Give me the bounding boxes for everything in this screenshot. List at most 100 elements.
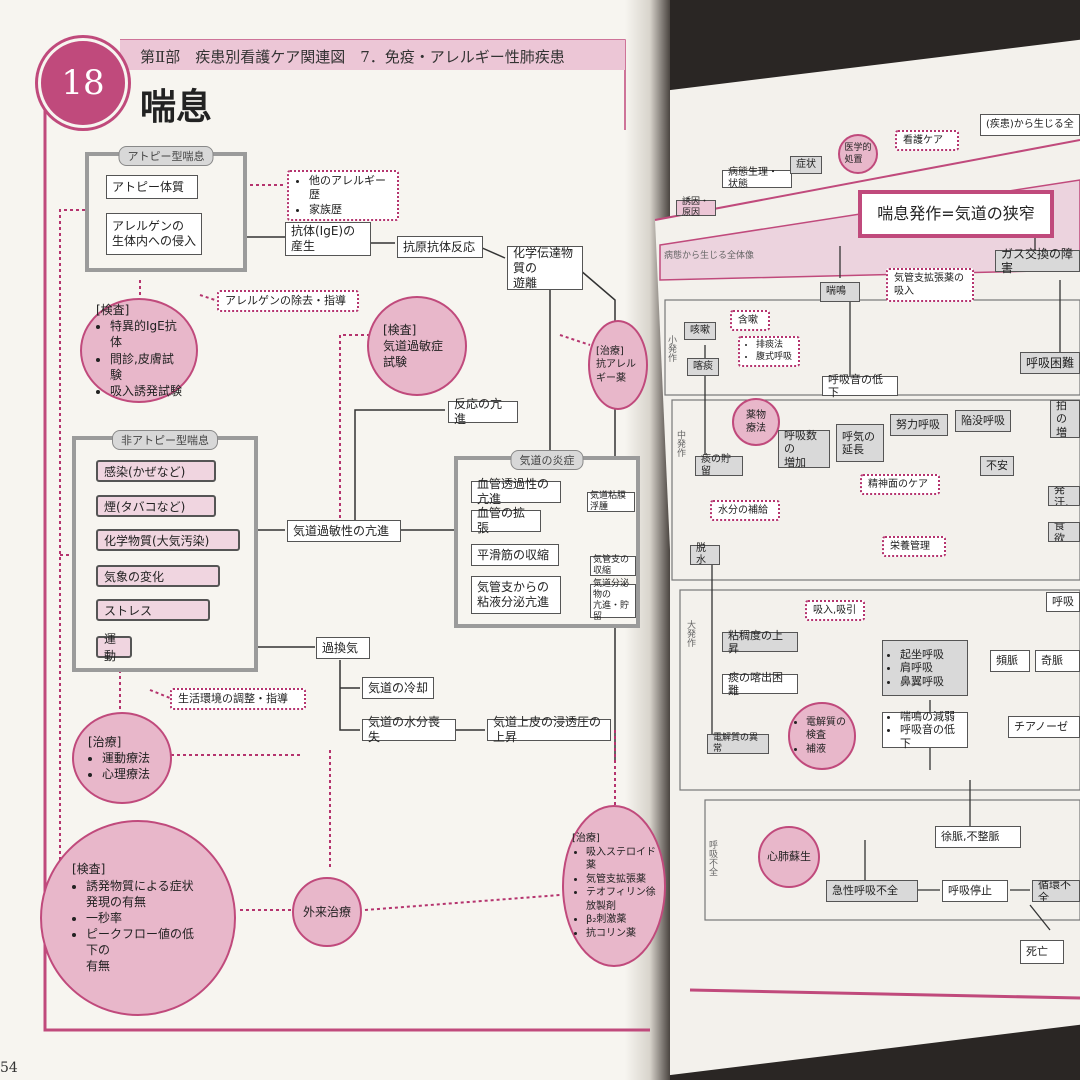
trigger-stress: ストレス <box>96 599 210 621</box>
exam-heading: [検査] <box>96 302 130 317</box>
tachycardia: 頻脈 <box>990 650 1030 672</box>
appetite: 食欲 <box>1048 522 1080 542</box>
trigger-smoke: 煙(タバコなど) <box>96 495 216 517</box>
section-label-failure: 呼吸不全 <box>707 840 717 876</box>
treatment-item: テオフィリン徐放製剤 <box>586 886 656 913</box>
retraction-breathing: 陥没呼吸 <box>955 410 1011 432</box>
reaction-increase: 反応の亢進 <box>448 397 518 426</box>
chapter-number-badge: 18 <box>38 38 128 128</box>
exam-item: 吸入誘発試験 <box>110 383 182 399</box>
exam-item: 問診,皮膚試験 <box>110 351 182 383</box>
exam-item: 気道過敏症試験 <box>383 338 444 370</box>
bottom-treatment-circle: [治療] 吸入ステロイド薬気管支拡張薬テオフィリン徐放製剤β₂刺激薬抗コリン薬 <box>562 805 666 967</box>
inflam-item: 平滑筋の収縮 <box>471 544 559 566</box>
care-item: 腹式呼吸 <box>756 352 792 364</box>
atopic-exam-circle: [検査] 特異的IgE抗体問診,皮膚試験吸入誘発試験 <box>80 298 198 403</box>
outpatient-circle: 外来治療 <box>292 877 362 947</box>
inflam-result: 気道粘膜浮腫 <box>587 491 635 512</box>
legend-whole: (疾患)から生じる全 <box>980 114 1080 136</box>
wheeze-weaken: 喘鳴の減弱呼吸音の低下 <box>882 710 968 750</box>
antiallergy-treatment-circle: [治療] 抗アレルギー薬 <box>588 320 648 410</box>
circulatory-failure: 循環不全 <box>1032 880 1080 902</box>
paradoxical-pulse: 奇脈 <box>1035 650 1080 672</box>
treatment-item: 吸入ステロイド薬 <box>586 846 656 873</box>
ige-production: 抗体(IgE)の 産生 <box>285 222 371 256</box>
legend-medical: 医学的 処置 <box>838 134 878 174</box>
pulse-increase: 脈拍の 増加 <box>1050 400 1080 438</box>
brady-arrhythmia: 徐脈,不整脈 <box>935 826 1021 848</box>
drug-therapy: 薬物 療法 <box>732 398 780 446</box>
respiration-label: 呼吸 <box>1046 592 1080 612</box>
posture-item: 起坐呼吸 <box>900 648 944 661</box>
legend-symptom: 症状 <box>790 156 822 174</box>
nonatopic-frame-title: 非アトピー型喘息 <box>112 430 218 450</box>
atopic-frame-title: アトピー型喘息 <box>118 146 214 166</box>
exam-heading: [検査] <box>383 322 417 337</box>
legend-cause: 誘因・原因 <box>676 197 716 218</box>
trigger-weather: 気象の変化 <box>96 565 220 587</box>
hydration-care: 水分の補給 <box>710 500 780 521</box>
cyanosis: チアノーゼ <box>1008 716 1080 738</box>
exam-item: 誘発物質による症状 発現の有無 <box>86 878 204 910</box>
allergen-invasion: アレルゲンの 生体内への侵入 <box>106 213 202 255</box>
treatment-item: β₂刺激薬 <box>586 913 656 927</box>
breath-sound-decrease: 呼吸音の低下 <box>822 373 898 399</box>
airway-cooling: 気道の冷却 <box>362 677 434 699</box>
hyper-exam-circle: [検査] 気道過敏症試験 <box>367 296 467 396</box>
dehydration: 脱水 <box>690 543 720 566</box>
section-label-mild: 小発作 <box>666 335 676 362</box>
treatment-item: 運動療法 <box>102 750 156 766</box>
wheeze: 喘鳴 <box>820 282 860 302</box>
anxiety: 不安 <box>980 456 1014 476</box>
viscosity-increase: 粘稠度の上昇 <box>722 629 798 655</box>
care-item: 排痰法 <box>756 340 792 352</box>
exam-item: ピークフロー値の低下の 有無 <box>86 926 204 975</box>
section-title: 第Ⅱ部 疾患別看護ケア関連図 7．免疫・アレルギー性肺疾患 <box>140 48 565 66</box>
inflammation-title: 気道の炎症 <box>510 450 584 470</box>
exam-heading: [検査] <box>72 862 106 877</box>
symptom-item: 喘鳴の減弱 <box>900 710 962 723</box>
whole-picture-label: 病態から生じる全体像 <box>664 251 755 261</box>
trigger-exercise: 運動 <box>96 632 132 663</box>
inflam-item: 血管の拡張 <box>471 506 541 535</box>
nutrition-care: 栄養管理 <box>882 536 946 557</box>
mediator-release: 化学伝達物質の 遊離 <box>507 246 583 290</box>
cpr-circle: 心肺蘇生 <box>758 826 820 888</box>
treatment-item: 抗コリン薬 <box>586 927 656 941</box>
bottom-exam-circle: [検査] 誘発物質による症状 発現の有無一秒率ピークフロー値の低下の 有無 <box>40 820 236 1016</box>
airway-hyperreactivity: 気道過敏性の亢進 <box>287 520 401 542</box>
asthma-attack: 喘息発作=気道の狭窄 <box>858 190 1054 238</box>
atopic-constitution: アトピー体質 <box>106 175 198 199</box>
posture-breathing: 起坐呼吸肩呼吸鼻翼呼吸 <box>882 640 968 696</box>
symptom-item: 呼吸音の低下 <box>900 723 962 749</box>
bronchodilator-care: 気管支拡張薬の 吸入 <box>886 268 974 302</box>
care-item: 電解質の 検査 <box>806 716 848 743</box>
electrolyte-abnormal: 電解質の異常 <box>707 733 769 754</box>
suction-care: 吸入,吸引 <box>805 600 865 621</box>
sputum: 喀痰 <box>687 358 719 376</box>
care-item: 補液 <box>806 743 848 757</box>
gargle-care: 含嗽 <box>730 310 770 331</box>
allergy-history-note: 他のアレルギー歴家族歴 <box>287 170 399 221</box>
nonatopic-treatment-circle: [治療] 運動療法心理療法 <box>72 712 172 804</box>
cough: 咳嗽 <box>684 322 716 340</box>
exam-item: 一秒率 <box>86 910 204 926</box>
death: 死亡 <box>1020 940 1064 964</box>
chapter-number: 18 <box>61 63 105 103</box>
posture-item: 鼻翼呼吸 <box>900 675 944 688</box>
posture-item: 肩呼吸 <box>900 661 944 674</box>
history-item: 他のアレルギー歴 <box>309 174 391 203</box>
treatment-item: 気管支拡張薬 <box>586 873 656 887</box>
resp-arrest: 呼吸停止 <box>942 880 1008 902</box>
allergen-removal-care: アレルゲンの除去・指導 <box>217 290 359 313</box>
sweating: 発汗, <box>1048 486 1080 506</box>
inflam-result: 気道分泌物の 亢進・貯留 <box>590 579 636 622</box>
antigen-antibody-reaction: 抗原抗体反応 <box>397 236 483 258</box>
acute-resp-failure: 急性呼吸不全 <box>826 880 918 902</box>
effort-breathing: 努力呼吸 <box>890 414 948 436</box>
expiration-prolong: 呼気の 延長 <box>836 424 884 462</box>
expectoration-difficulty: 痰の喀出困難 <box>722 671 798 697</box>
sputum-retention: 痰の貯留 <box>695 454 743 477</box>
inflam-item: 血管透過性の亢進 <box>471 477 561 506</box>
airway-water-loss: 気道の水分喪失 <box>362 715 456 744</box>
